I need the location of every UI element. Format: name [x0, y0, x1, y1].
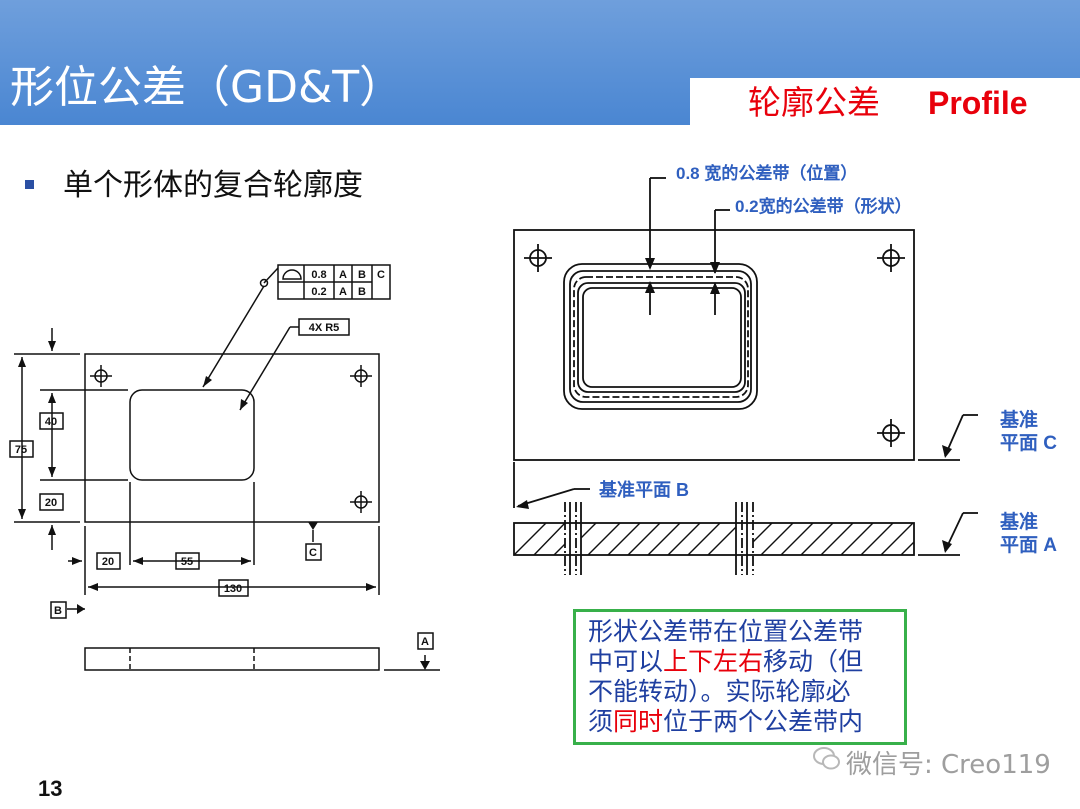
hole-bottom-right-icon [350, 491, 372, 513]
datum-a-label-line1: 基准 [999, 510, 1038, 533]
watermark: 微信号: Creo119 [846, 750, 1051, 780]
fcf-row2-datum-b: B [358, 286, 366, 298]
note-highlight-simultaneous: 同时 [613, 707, 664, 736]
note-highlight-directions: 上下左右 [663, 647, 764, 676]
subtitle-chinese: 轮廓公差 [748, 83, 880, 122]
side-section [513, 522, 915, 556]
position-zone-outer [563, 263, 758, 410]
note-line-4-post: 位于两个公差带内 [663, 707, 864, 736]
dim-130: 130 [224, 583, 242, 595]
fcf-row2-datum-a: A [339, 286, 347, 298]
left-drawing: 0.8 A B C 0.2 A B 4X R5 40 75 20 20 55 1… [9, 264, 440, 671]
right-drawing: 0.8 宽的公差带（位置） 0.2宽的公差带（形状） 基准 平面 C 基准平面 … [513, 163, 1057, 575]
fcf-value-08: 0.8 [311, 269, 326, 281]
dim-20-vertical: 20 [45, 497, 57, 509]
dim-55: 55 [181, 556, 193, 568]
subtitle-english: Profile [928, 85, 1028, 121]
bullet-square-icon [25, 180, 34, 189]
datum-a-label: A [421, 636, 429, 648]
plate-outline [84, 353, 380, 523]
page-number: 13 [38, 776, 63, 801]
datum-c-label: C [309, 547, 317, 559]
page-title: 形位公差（GD&T） [10, 62, 404, 113]
form-zone-inner [582, 287, 742, 388]
note-line-2-post: 移动（但 [763, 647, 864, 676]
bullet-text: 单个形体的复合轮廓度 [63, 168, 363, 203]
hole-tr-icon [877, 244, 905, 272]
position-zone-label: 0.8 宽的公差带（位置） [676, 163, 857, 183]
top-view-plate [513, 229, 915, 461]
datum-c-label-line2: 平面 C [1000, 433, 1057, 454]
hole-br-icon [877, 419, 905, 447]
datum-b-plane-label: 基准平面 B [598, 479, 689, 500]
fcf-datum-a: A [339, 269, 347, 281]
fcf-datum-c: C [377, 269, 385, 281]
dim-20-horizontal: 20 [102, 556, 114, 568]
note-line-2: 中可以上下左右移动（但 [588, 647, 904, 677]
note-line-4: 须同时位于两个公差带内 [588, 707, 904, 737]
note-line-4-pre: 须 [588, 707, 614, 736]
datum-c-label-line1: 基准 [999, 408, 1038, 431]
pocket-outline [129, 389, 255, 481]
fcf-datum-b: B [358, 269, 366, 281]
side-view [84, 647, 380, 671]
fcf-value-02: 0.2 [311, 286, 326, 298]
explanation-note: 形状公差带在位置公差带 中可以上下左右移动（但 不能转动）。实际轮廓必 须同时位… [573, 609, 907, 745]
note-line-1: 形状公差带在位置公差带 [588, 617, 864, 646]
hole-tl-icon [524, 244, 552, 272]
datum-a-label-line2: 平面 A [1000, 535, 1057, 556]
note-line-3: 不能转动）。实际轮廓必 [588, 677, 851, 706]
radius-note: 4X R5 [309, 322, 340, 334]
datum-b-label: B [54, 605, 62, 617]
wechat-icon [813, 747, 840, 770]
hole-top-right-icon [350, 365, 372, 387]
hole-top-left-icon [90, 365, 112, 387]
subtitle-band [690, 78, 1080, 125]
dim-40: 40 [45, 416, 57, 428]
dim-75: 75 [15, 444, 27, 456]
form-zone-label: 0.2宽的公差带（形状） [735, 196, 912, 216]
note-line-2-pre: 中可以 [588, 647, 664, 676]
